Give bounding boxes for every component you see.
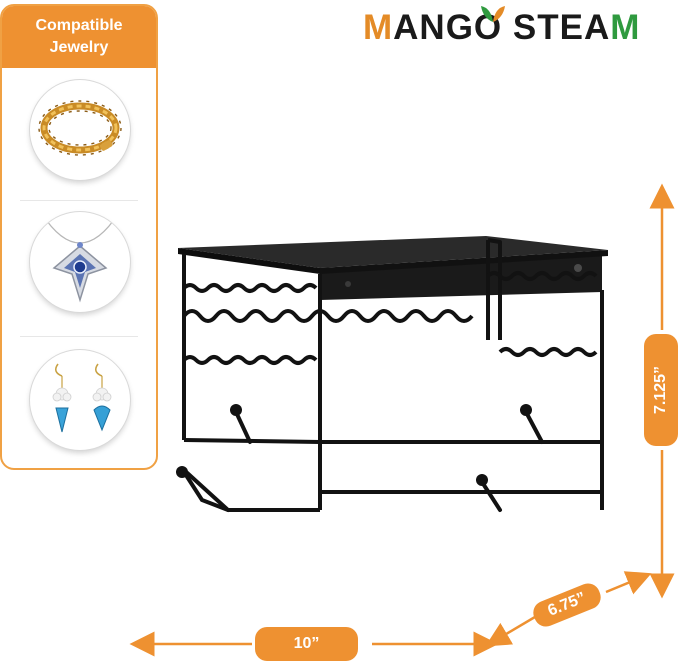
- brand-logo: MANGO STEAM: [363, 6, 673, 52]
- jewelry-rack-image: [176, 236, 608, 512]
- bracelet-image: [30, 80, 130, 180]
- earrings-image: [30, 350, 130, 450]
- compatible-jewelry-panel: Compatible Jewelry: [0, 4, 158, 470]
- brand-letter-m: M: [363, 8, 394, 47]
- height-label: 7.125”: [644, 334, 678, 446]
- header-line-2: Jewelry: [49, 39, 109, 56]
- necklace-image: [30, 212, 130, 312]
- height-label-text: 7.125”: [652, 365, 670, 415]
- brand-letter-m-green: M: [610, 8, 641, 47]
- divider: [20, 200, 138, 201]
- leaf-icon: [481, 6, 505, 22]
- compatible-jewelry-header: Compatible Jewelry: [2, 6, 156, 68]
- divider: [20, 336, 138, 337]
- width-label: 10”: [255, 627, 358, 661]
- header-line-1: Compatible: [35, 17, 123, 34]
